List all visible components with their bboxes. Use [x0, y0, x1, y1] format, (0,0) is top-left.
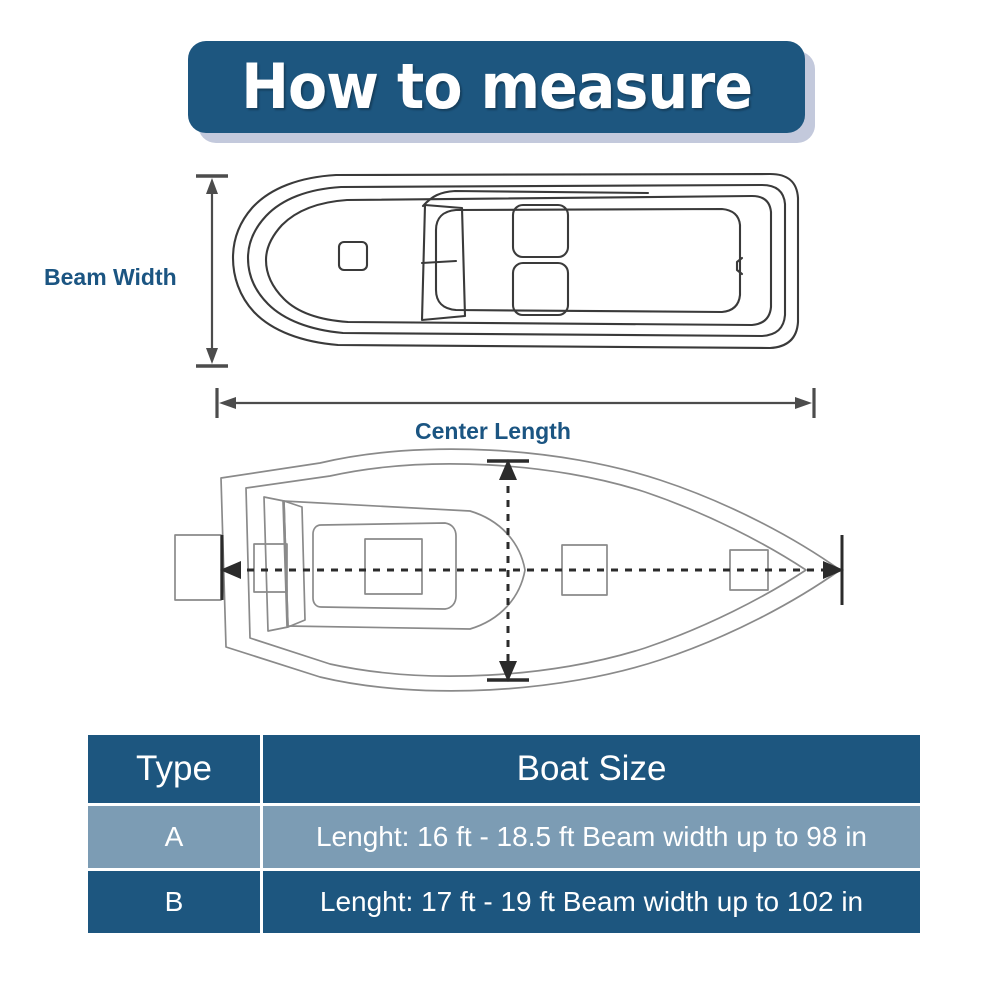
table-header-type: Type	[88, 735, 260, 803]
boat-size-table: Type Boat Size A Lenght: 16 ft - 18.5 ft…	[85, 732, 923, 936]
title-banner-body: How to measure	[188, 41, 805, 133]
vertical-beam-width-dimension	[196, 174, 228, 368]
horizontal-center-length-dimension	[215, 388, 816, 418]
transom-step-box	[253, 543, 288, 593]
beam-width-label: Beam Width	[44, 264, 177, 290]
center-length-label: Center Length	[415, 418, 571, 444]
table-cell-size-b: Lenght: 17 ft - 19 ft Beam width up to 1…	[263, 871, 920, 933]
dashed-beam-dimension	[487, 459, 529, 682]
boat-top-view-upper	[231, 172, 800, 350]
seat-front	[511, 261, 570, 317]
table-header-row: Type Boat Size	[88, 735, 920, 803]
bow-hatch-square	[337, 240, 369, 272]
table-cell-size-a: Lenght: 16 ft - 18.5 ft Beam width up to…	[263, 806, 920, 868]
table-cell-type-b: B	[88, 871, 260, 933]
seat-rear	[511, 203, 570, 259]
table-row: A Lenght: 16 ft - 18.5 ft Beam width up …	[88, 806, 920, 868]
title-banner: How to measure	[188, 41, 815, 143]
bow-hatch	[729, 549, 769, 591]
measurement-diagram	[174, 172, 844, 692]
table-cell-type-a: A	[88, 806, 260, 868]
table-header-boat-size: Boat Size	[263, 735, 920, 803]
helm-console	[364, 538, 423, 595]
outboard-motor	[174, 534, 222, 601]
dashed-centerline	[220, 535, 844, 605]
table-row: B Lenght: 17 ft - 19 ft Beam width up to…	[88, 871, 920, 933]
page-title: How to measure	[241, 50, 753, 123]
